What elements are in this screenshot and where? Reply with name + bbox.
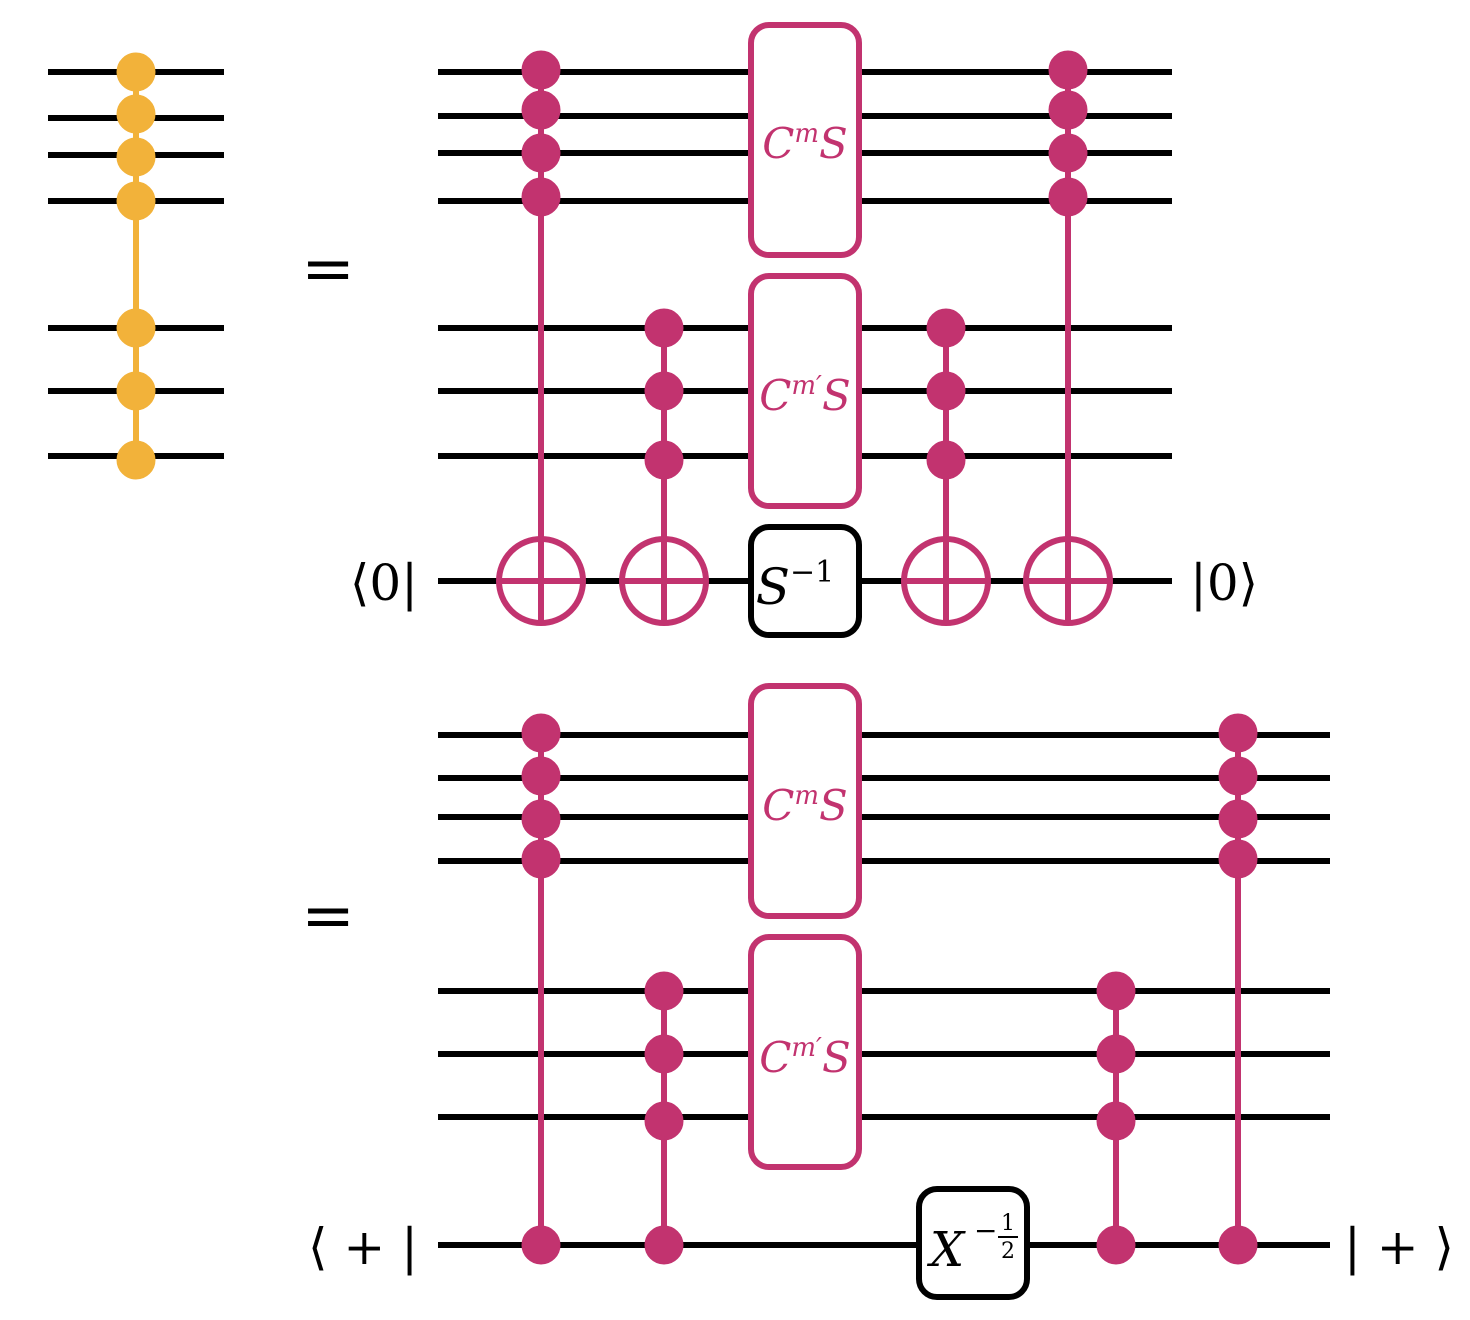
row2-multi-cz-mid-left: [644, 971, 684, 1265]
lhs-circuit: [48, 52, 224, 480]
svg-text:S−1: S−1: [756, 555, 835, 616]
lhs-control-dots: [116, 52, 156, 480]
gate-label-tail: S: [819, 119, 848, 168]
row2-multi-cz-top-left: [521, 713, 561, 1265]
gate-label-tail: S: [822, 1033, 851, 1082]
row2-gate-cms-top: CmS: [748, 683, 862, 919]
gate-label-tail: S: [822, 371, 851, 420]
row1-toffoli-top-right: [1023, 50, 1113, 626]
gate-label-base: X: [926, 1222, 966, 1278]
gate-label-base: C: [759, 371, 791, 420]
row1-gate-cms-top: CmS: [748, 22, 862, 258]
svg-text:CmS: CmS: [762, 781, 848, 830]
svg-text:Cm′S: Cm′S: [759, 1033, 850, 1082]
gate-label-base: C: [762, 781, 794, 830]
gate-label-base: C: [762, 119, 794, 168]
row2-circuit: CmS Cm′S X − 1 2: [308, 683, 1454, 1300]
gate-label-sup: m: [794, 781, 819, 811]
row1-gate-s-inverse: S−1: [748, 524, 862, 638]
row2-output-ket: | + ⟩: [1344, 1218, 1454, 1276]
gate-label-sup-numerator: 1: [1001, 1211, 1015, 1236]
gate-label-sup: m: [794, 119, 819, 149]
gate-label-base: C: [759, 1033, 791, 1082]
gate-label-base: S: [756, 558, 790, 616]
row2-wires: [438, 732, 1330, 1248]
row2-multi-cz-mid-right: [1096, 971, 1136, 1265]
row1-toffoli-mid-right: [901, 308, 991, 626]
row1-toffoli-mid-left: [619, 308, 709, 626]
gate-label-sup-denominator: 2: [1001, 1239, 1015, 1264]
row2-gate-x-inv-sqrt: X − 1 2: [916, 1186, 1030, 1300]
svg-text:CmS: CmS: [762, 119, 848, 168]
gate-label-sup: −1: [790, 555, 834, 590]
gate-label-tail: S: [819, 781, 848, 830]
row2-multi-cz-top-right: [1218, 713, 1258, 1265]
row1-gate-cms-mid: Cm′S: [748, 273, 862, 509]
gate-label-sup-sign: −: [974, 1214, 997, 1247]
equals-sign-2: =: [301, 879, 355, 953]
row1-circuit: CmS Cm′S S−1: [350, 22, 1258, 638]
row1-toffoli-top-left: [496, 50, 586, 626]
equals-sign-1: =: [301, 232, 355, 306]
gate-label-sup: m′: [791, 1033, 822, 1063]
row2-input-bra: ⟨ + |: [308, 1218, 418, 1276]
svg-text:Cm′S: Cm′S: [759, 371, 850, 420]
row2-gate-cms-mid: Cm′S: [748, 934, 862, 1170]
gate-label-sup: m′: [791, 371, 822, 401]
row1-input-bra: ⟨0|: [350, 554, 418, 612]
row1-output-ket: |0⟩: [1190, 554, 1258, 612]
